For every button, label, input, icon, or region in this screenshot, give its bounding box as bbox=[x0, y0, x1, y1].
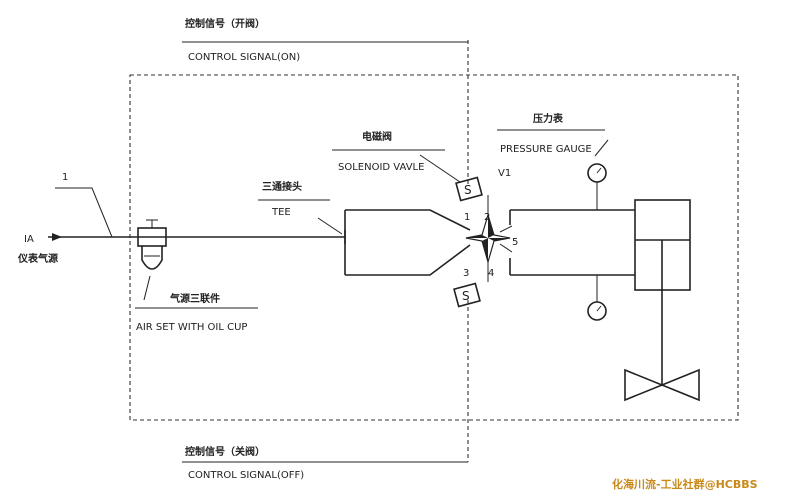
item-1-leader bbox=[55, 187, 113, 238]
valve-tag: V1 bbox=[498, 168, 511, 179]
air-set-label-en: AIR SET WITH OIL CUP bbox=[136, 322, 247, 333]
air-set-label-cn: 气源三联件 bbox=[169, 292, 220, 305]
ia-label-cn: 仪表气源 bbox=[17, 252, 58, 265]
flow-arrow bbox=[52, 233, 62, 241]
cabinet-boundary bbox=[129, 74, 739, 421]
gauge-label-cn: 压力表 bbox=[533, 112, 564, 125]
tee-label-en: TEE bbox=[271, 207, 291, 218]
port-1: 1 bbox=[464, 212, 470, 223]
solenoid-coil-top bbox=[455, 176, 483, 202]
port-3: 3 bbox=[463, 268, 469, 279]
port-5: 5 bbox=[512, 237, 518, 248]
port-4: 4 bbox=[488, 268, 494, 279]
supply-header-top bbox=[345, 209, 471, 231]
control-signal-on-cn: 控制信号（开阀） bbox=[185, 17, 265, 30]
gauge-needle bbox=[596, 167, 602, 174]
exhaust-arrow bbox=[499, 243, 513, 253]
process-valve-left bbox=[624, 368, 665, 402]
air-set-leader bbox=[143, 275, 151, 301]
solenoid-leader bbox=[419, 154, 461, 183]
gauge-label-en: PRESSURE GAUGE bbox=[500, 144, 592, 155]
control-signal-off-en: CONTROL SIGNAL(OFF) bbox=[188, 470, 304, 481]
process-valve-right bbox=[659, 368, 700, 402]
control-signal-on-en: CONTROL SIGNAL(ON) bbox=[188, 52, 300, 63]
item-number-1: 1 bbox=[62, 172, 68, 183]
solenoid-label-cn: 电磁阀 bbox=[362, 130, 392, 143]
gauge-leader bbox=[594, 139, 609, 157]
pressure-gauge-top bbox=[587, 163, 607, 183]
pressure-gauge-bottom bbox=[587, 301, 607, 321]
tee-leader bbox=[317, 217, 343, 235]
ia-label: IA bbox=[24, 234, 34, 245]
solenoid-label-en: SOLENOID VAVLE bbox=[338, 162, 424, 173]
exhaust-arrow bbox=[499, 225, 513, 233]
port-2: 2 bbox=[484, 212, 490, 223]
gauge-needle bbox=[596, 305, 602, 312]
solenoid-coil-bottom bbox=[453, 282, 481, 308]
solenoid-coil-bottom-symbol: S bbox=[462, 289, 470, 303]
oil-cup bbox=[141, 246, 163, 270]
tee-label-cn: 三通接头 bbox=[262, 180, 302, 193]
control-signal-off-cn: 控制信号（关阀） bbox=[185, 445, 265, 458]
supply-header-bottom bbox=[345, 244, 471, 276]
watermark: 化海川流-工业社群@HCBBS bbox=[612, 477, 758, 491]
solenoid-coil-top-symbol: S bbox=[464, 183, 472, 197]
